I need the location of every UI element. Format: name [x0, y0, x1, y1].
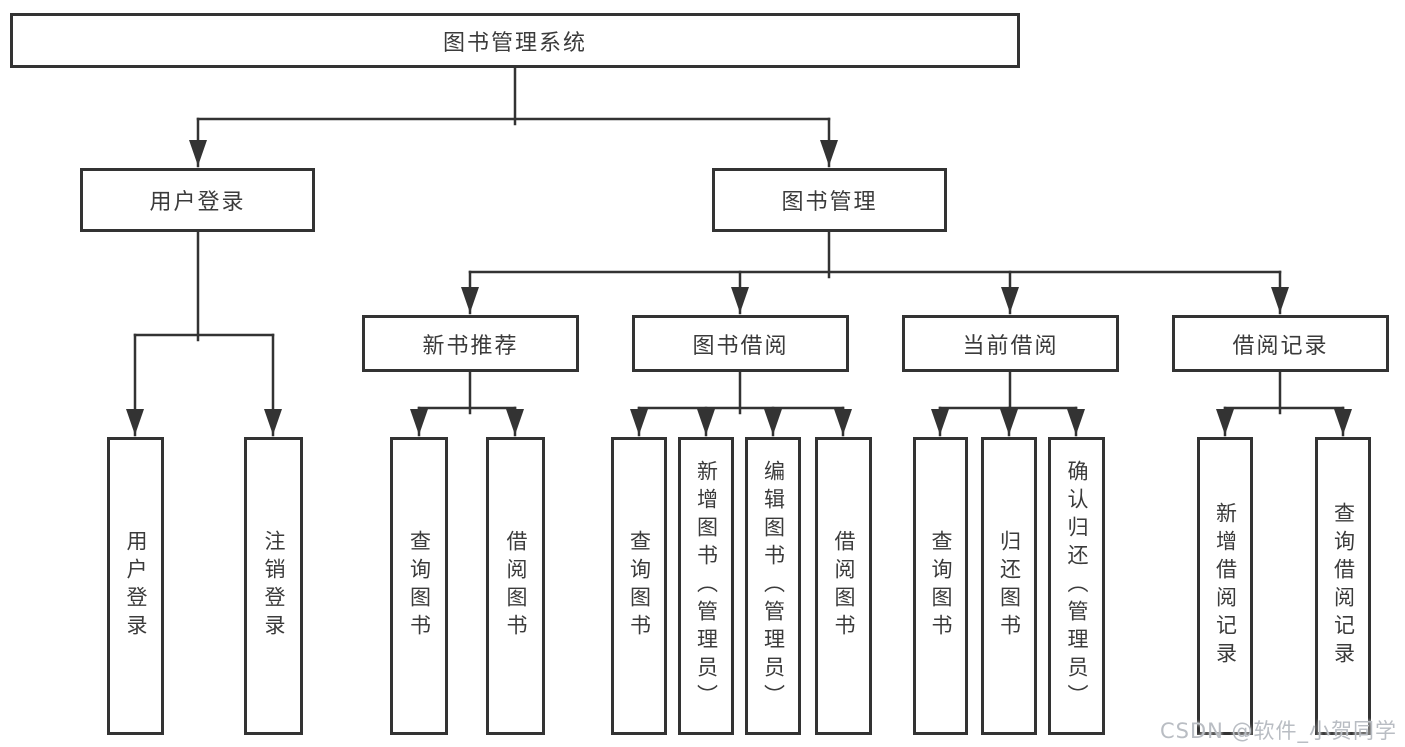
leaf-add-books-admin: 新增图书（管理员） — [678, 437, 734, 735]
node-book-borrow: 图书借阅 — [632, 315, 849, 372]
leaf-borrow-books-recommend: 借阅图书 — [486, 437, 545, 735]
leaf-query-books-current: 查询图书 — [913, 437, 968, 735]
node-library-management-system: 图书管理系统 — [10, 13, 1020, 68]
connector-book-borrow-children — [630, 370, 852, 437]
node-current-borrow: 当前借阅 — [902, 315, 1119, 372]
leaf-query-books-borrow: 查询图书 — [611, 437, 667, 735]
leaf-edit-books-admin: 编辑图书（管理员） — [745, 437, 801, 735]
leaf-borrow-books: 借阅图书 — [815, 437, 872, 735]
leaf-user-login: 用户登录 — [107, 437, 164, 735]
leaf-query-borrow-record: 查询借阅记录 — [1315, 437, 1371, 735]
node-user-login: 用户登录 — [80, 168, 315, 232]
connector-borrow-records-children — [1216, 370, 1352, 437]
connector-book-management-children — [461, 230, 1289, 315]
leaf-query-books-recommend: 查询图书 — [390, 437, 448, 735]
node-borrow-records: 借阅记录 — [1172, 315, 1389, 372]
connector-new-book-recommend-children — [410, 370, 524, 437]
connector-current-borrow-children — [931, 370, 1085, 437]
leaf-confirm-return-admin: 确认归还（管理员） — [1048, 437, 1105, 735]
node-new-book-recommend: 新书推荐 — [362, 315, 579, 372]
csdn-watermark: CSDN @软件_小贺同学 — [1160, 719, 1398, 743]
connector-root-to-level2 — [189, 66, 838, 168]
node-book-management: 图书管理 — [712, 168, 947, 232]
leaf-return-books: 归还图书 — [981, 437, 1037, 735]
leaf-logout: 注销登录 — [244, 437, 303, 735]
connector-user-login-children — [126, 230, 282, 437]
leaf-add-borrow-record: 新增借阅记录 — [1197, 437, 1253, 735]
